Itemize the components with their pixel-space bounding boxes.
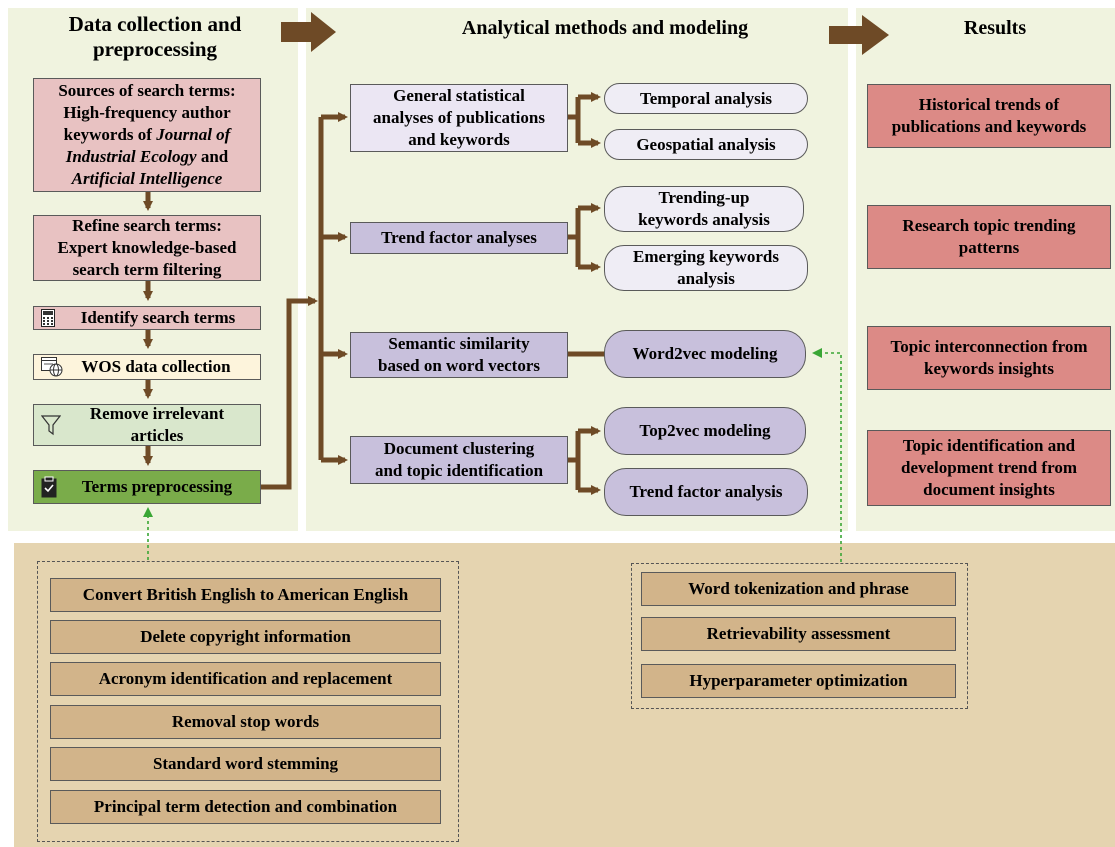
sources-line-2: High-frequency author [63,103,231,122]
word2vec-modeling-pill: Word2vec modeling [604,330,806,378]
trending-line-1: Trending-up [658,188,750,207]
sources-of-search-terms-box: Sources of search terms: High-frequency … [33,78,261,192]
trending-text: Trending-up keywords analysis [638,187,770,231]
result-historical-trends: Historical trends of publications and ke… [867,84,1111,148]
general-line-2: analyses of publications [373,108,545,127]
general-line-3: and keywords [408,130,510,149]
preprocessing-step: Standard word stemming [50,747,441,781]
middle-column-title: Analytical methods and modeling [461,17,749,39]
web-globe-icon [41,357,63,377]
refine-text: Refine search terms: Expert knowledge-ba… [58,215,237,281]
semantic-line-2: based on word vectors [378,356,540,375]
semantic-text: Semantic similarity based on word vector… [378,333,540,377]
r4-line-3: document insights [923,480,1055,499]
emerging-text: Emerging keywords analysis [633,246,779,290]
temporal-analysis-pill: Temporal analysis [604,83,808,114]
docclust-line-2: and topic identification [374,461,544,480]
journal-name-2: Industrial Ecology [65,147,197,166]
general-statistical-box: General statistical analyses of publicat… [350,84,568,152]
semantic-line-1: Semantic similarity [388,334,530,353]
funnel-icon [41,415,61,436]
terms-label: Terms preprocessing [81,477,233,496]
modeling-steps-group [631,563,968,709]
remove-irrelevant-articles-box: Remove irrelevant articles [33,404,261,446]
general-line-1: General statistical [393,86,525,105]
left-column-title-text: Data collection and preprocessing [68,12,242,61]
trend-factor-analysis-pill: Trend factor analysis [604,468,808,516]
preprocessing-step: Convert British English to American Engl… [50,578,441,612]
modeling-step: Word tokenization and phrase [641,572,956,606]
r4-line-2: development trend from [901,458,1077,477]
preprocessing-step: Delete copyright information [50,620,441,654]
sources-line-3a: keywords of [63,125,157,144]
r3-line-2: keywords insights [924,359,1054,378]
top2vec-modeling-pill: Top2vec modeling [604,407,806,455]
terms-preprocessing-box: Terms preprocessing [33,470,261,504]
trend-factor-label: Trend factor analyses [381,228,537,247]
remove-line-1: Remove irrelevant [89,404,225,423]
geospatial-analysis-pill: Geospatial analysis [604,129,808,160]
trend-factor-analyses-box: Trend factor analyses [350,222,568,254]
temporal-label: Temporal analysis [639,88,773,108]
geospatial-label: Geospatial analysis [636,134,776,154]
sources-line-4: Industrial Ecology and [58,146,235,168]
identify-search-terms-box: Identify search terms [33,306,261,330]
identify-label: Identify search terms [80,308,236,327]
docclust-text: Document clustering and topic identifica… [375,438,543,482]
r1-line-1: Historical trends of [918,95,1060,114]
preprocessing-step: Principal term detection and combination [50,790,441,824]
top2vec-label: Top2vec modeling [639,421,771,440]
journal-name-1: Journal of [156,125,231,144]
word2vec-label: Word2vec modeling [632,344,778,363]
journal-name-3: Artificial Intelligence [71,169,223,188]
clipboard-icon [41,476,57,498]
emerging-keywords-pill: Emerging keywords analysis [604,245,808,291]
left-column-title: Data collection and preprocessing [30,12,280,62]
preprocessing-step: Removal stop words [50,705,441,739]
result-topic-identification: Topic identification and development tre… [867,430,1111,506]
result-topic-interconnection: Topic interconnection from keywords insi… [867,326,1111,390]
sources-text: Sources of search terms: High-frequency … [58,80,235,190]
sources-line-4b: and [196,147,229,166]
remove-line-2: articles [130,426,184,445]
preprocessing-steps-group [37,561,459,842]
preprocessing-step: Acronym identification and replacement [50,662,441,696]
r3-line-1: Topic interconnection from [890,337,1088,356]
r3-text: Topic interconnection from keywords insi… [890,336,1087,380]
r1-line-2: publications and keywords [891,117,1087,136]
result-research-topic-trending: Research topic trending patterns [867,205,1111,269]
trending-line-2: keywords analysis [638,210,770,229]
r2-line-2: patterns [958,238,1020,257]
r4-line-1: Topic identification and [902,436,1076,455]
modeling-step: Retrievability assessment [641,617,956,651]
sources-line-3: keywords of Journal of [58,124,235,146]
refine-line-1: Refine search terms: [72,216,222,235]
refine-search-terms-box: Refine search terms: Expert knowledge-ba… [33,215,261,281]
remove-text: Remove irrelevant articles [90,403,224,447]
wos-data-collection-box: WOS data collection [33,354,261,380]
emerging-line-1: Emerging keywords [633,247,779,266]
right-column-title: Results [963,17,1027,39]
r4-text: Topic identification and development tre… [901,435,1077,501]
r1-text: Historical trends of publications and ke… [892,94,1087,138]
r2-text: Research topic trending patterns [902,215,1075,259]
column-arrow-2 [829,15,889,55]
calculator-icon [41,309,55,327]
refine-line-3: search term filtering [72,260,222,279]
emerging-line-2: analysis [677,269,735,288]
semantic-similarity-box: Semantic similarity based on word vector… [350,332,568,378]
trending-up-keywords-pill: Trending-up keywords analysis [604,186,804,232]
sources-line-1: Sources of search terms: [58,81,236,100]
refine-line-2: Expert knowledge-based [57,238,237,257]
r2-line-1: Research topic trending [902,216,1076,235]
wos-label: WOS data collection [81,357,231,376]
modeling-step: Hyperparameter optimization [641,664,956,698]
column-arrow-1 [281,12,336,52]
trend-factor-analysis-label: Trend factor analysis [629,482,783,501]
docclust-line-1: Document clustering [383,439,535,458]
document-clustering-box: Document clustering and topic identifica… [350,436,568,484]
general-text: General statistical analyses of publicat… [373,85,545,151]
